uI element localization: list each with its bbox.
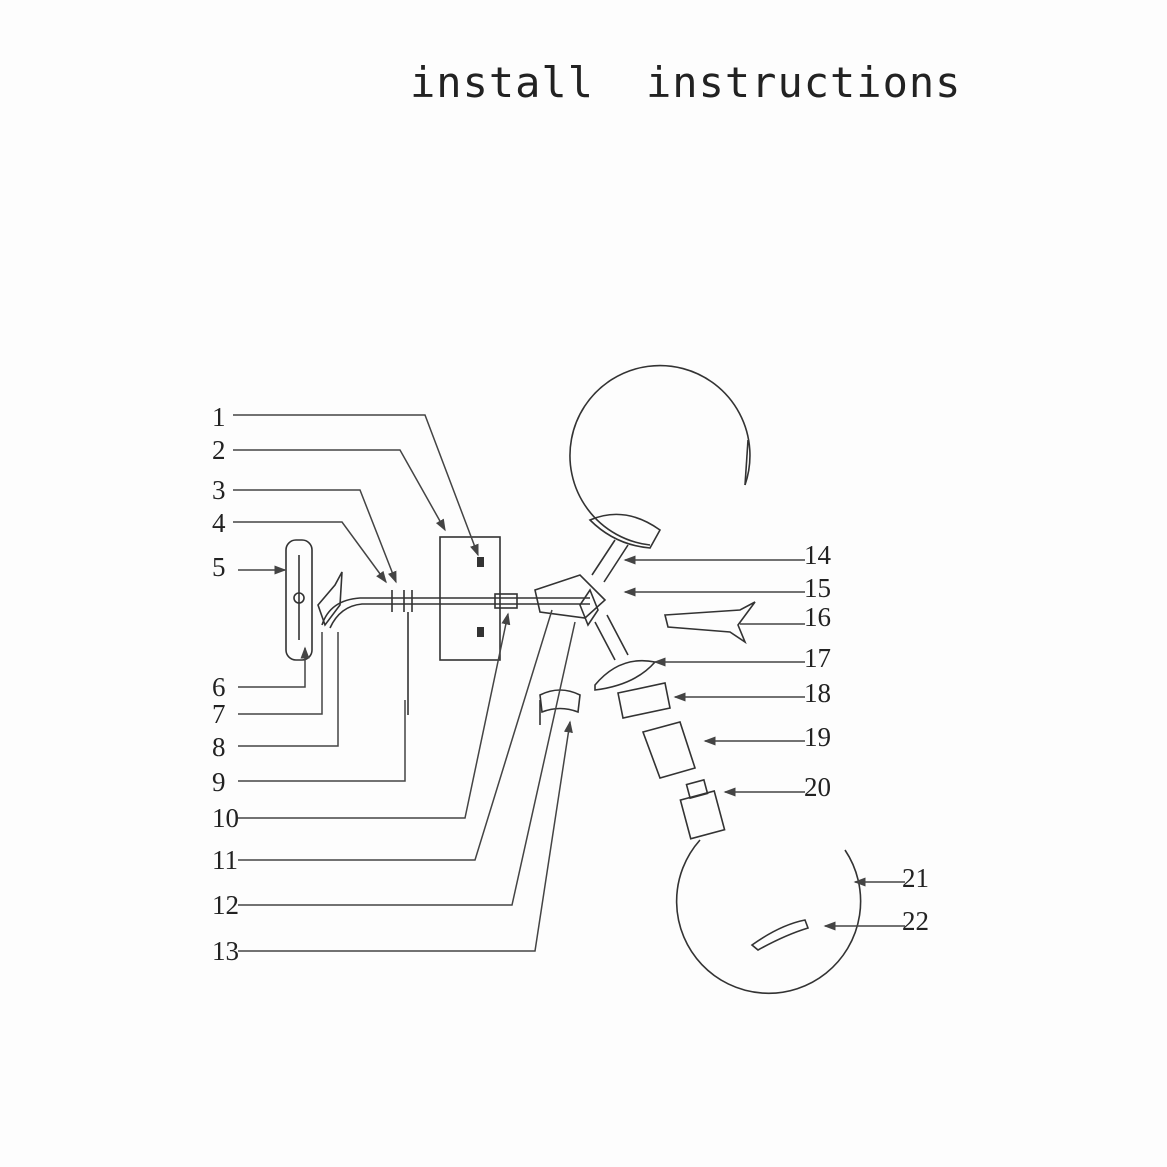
cup xyxy=(594,659,657,691)
upper-globe xyxy=(569,364,751,546)
sleeve xyxy=(641,721,697,779)
part-label: 15 xyxy=(804,573,831,603)
part-label: 1 xyxy=(212,402,226,432)
cable-connector xyxy=(494,593,518,609)
hanger-bracket xyxy=(539,689,581,714)
cable xyxy=(321,597,590,626)
part-label: 17 xyxy=(804,643,831,673)
part-label: 19 xyxy=(804,722,831,752)
upper-globe-collar xyxy=(588,513,662,549)
part-label: 9 xyxy=(212,767,226,797)
title-word-install: install xyxy=(410,58,595,107)
terminal-block xyxy=(317,571,343,627)
part-label: 14 xyxy=(804,540,832,570)
wrench xyxy=(663,601,756,645)
screw xyxy=(477,627,484,637)
part-label: 6 xyxy=(212,672,226,702)
part-label: 2 xyxy=(212,435,226,465)
part-label: 5 xyxy=(212,552,226,582)
part-labels: 1 2 3 4 5 6 7 8 9 10 11 12 13 14 15 16 1… xyxy=(212,402,929,966)
part-label: 10 xyxy=(212,803,239,833)
part-label: 13 xyxy=(212,936,239,966)
part-label: 22 xyxy=(902,906,929,936)
lower-globe xyxy=(675,839,862,995)
part-label: 7 xyxy=(212,699,226,729)
title-word-instructions: instructions xyxy=(646,58,962,107)
part-label: 3 xyxy=(212,475,226,505)
leader-lines xyxy=(233,414,905,952)
lower-arm xyxy=(594,614,629,661)
part-label: 12 xyxy=(212,890,239,920)
back-plate xyxy=(285,539,313,661)
part-label: 8 xyxy=(212,732,226,762)
part-label: 18 xyxy=(804,678,831,708)
part-label: 4 xyxy=(212,508,226,538)
screw xyxy=(477,557,484,567)
part-label: 21 xyxy=(902,863,929,893)
page-title: install instructions xyxy=(410,58,1013,107)
socket xyxy=(679,790,726,840)
part-label: 11 xyxy=(212,845,238,875)
lamp-drawing xyxy=(285,364,862,995)
part-label: 20 xyxy=(804,772,831,802)
hub xyxy=(534,574,607,619)
lower-globe-collar xyxy=(750,919,810,951)
upper-arm xyxy=(591,539,629,583)
canopy-plate xyxy=(439,536,501,661)
part-label: 16 xyxy=(804,602,831,632)
ring xyxy=(617,682,671,719)
